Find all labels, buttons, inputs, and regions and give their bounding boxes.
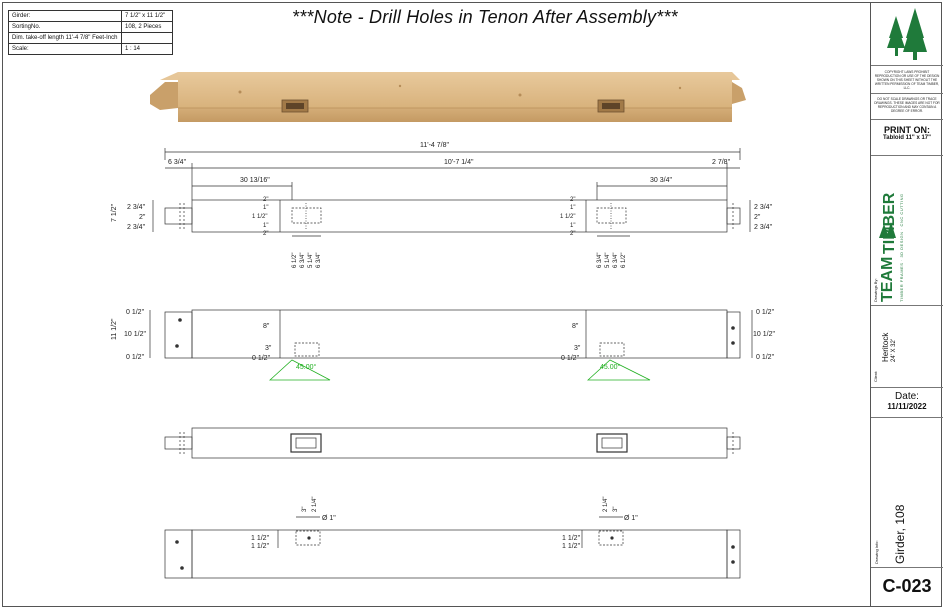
paper-size: Tabloid 11" x 17" bbox=[883, 135, 931, 141]
beam-3d-render bbox=[150, 72, 746, 122]
dim-e2-mortise-right-v2: 3" bbox=[574, 345, 581, 352]
dim-left-pos: 30 13/16" bbox=[240, 177, 270, 184]
dim-e2-mortise-left-v1: 8" bbox=[263, 323, 270, 330]
dim-e4-right-v2: 1 1/2" bbox=[562, 543, 581, 550]
dim-e2-right-v3: 0 1/2" bbox=[756, 354, 775, 361]
pine-trees-icon bbox=[887, 8, 927, 60]
dim-e1-mortise-left-h2: 6 3/4" bbox=[300, 253, 306, 268]
dim-e1-mortise-right-v1: 2" bbox=[570, 197, 575, 203]
info-row: SortingNo. 108, 2 Pieces bbox=[8, 21, 173, 33]
dim-e4-left-v1: 1 1/2" bbox=[251, 535, 270, 542]
dim-e1-mortise-right-v4: 1" bbox=[570, 223, 575, 229]
info-value: 1 : 14 bbox=[121, 43, 173, 55]
elevation-2 bbox=[149, 309, 753, 359]
dim-e2-left-v2: 10 1/2" bbox=[124, 331, 146, 338]
dim-e1-left-v3: 2 3/4" bbox=[127, 224, 146, 231]
angle-markers bbox=[268, 359, 651, 381]
dim-e1-mortise-left-v5: 2" bbox=[263, 231, 268, 237]
dim-e2-left-v3: 0 1/2" bbox=[126, 354, 145, 361]
shop-drawing: 11'-4 7/8" 6 3/4" 10'-7 1/4" 2 7/8" 30 1… bbox=[111, 72, 775, 579]
dim-overall: 11'-4 7/8" bbox=[420, 142, 450, 149]
dim-e2-right-v1: 0 1/2" bbox=[756, 309, 775, 316]
drawing-info-panel: Drawing Info: Girder, 108 bbox=[871, 418, 943, 568]
assembly-note: ***Note - Drill Holes in Tenon After Ass… bbox=[292, 7, 678, 27]
dim-e2-mortise-left-v2: 3" bbox=[265, 345, 272, 352]
dim-e2-left-v1: 0 1/2" bbox=[126, 309, 145, 316]
title-block: COPYRIGHT LAWS PROHIBIT REPRODUCTION OR … bbox=[870, 2, 943, 607]
dim-e1-left-v2: 2" bbox=[139, 214, 146, 221]
client-label: Client: bbox=[873, 370, 878, 382]
elevation-4 bbox=[164, 516, 741, 579]
dim-middle: 10'-7 1/4" bbox=[444, 159, 474, 166]
angle-label-left: 45.00° bbox=[296, 363, 317, 371]
print-on-label: PRINT ON: bbox=[884, 125, 930, 135]
dim-e1-mortise-left-v4: 1" bbox=[263, 223, 268, 229]
dim-e4-left-top1: 3" bbox=[302, 507, 308, 512]
dim-e1-mortise-left-h3: 5 1/4" bbox=[308, 253, 314, 268]
sheet-number-panel: C-023 bbox=[871, 568, 943, 607]
dim-e4-diameter-right: Ø 1" bbox=[624, 515, 638, 522]
drawing-info-value: Girder, 108 bbox=[893, 504, 907, 564]
dim-e4-left-v2: 1 1/2" bbox=[251, 543, 270, 550]
dim-e1-mortise-right-v5: 2" bbox=[570, 231, 575, 237]
client-panel: Client: Heritock 24' X 32' bbox=[871, 306, 943, 388]
elevation-3 bbox=[164, 427, 741, 459]
drawings-by-label: Drawings By: bbox=[873, 278, 878, 302]
dim-e1-right-v2: 2" bbox=[754, 214, 761, 221]
peg-holes-e4 bbox=[175, 536, 735, 570]
info-row: Scale: 1 : 14 bbox=[8, 43, 173, 55]
dim-e1-right-v1: 2 3/4" bbox=[754, 204, 773, 211]
dim-e2-mortise-right-v1: 8" bbox=[572, 323, 579, 330]
copyright-notice: COPYRIGHT LAWS PROHIBIT REPRODUCTION OR … bbox=[871, 66, 943, 94]
dim-e1-left-v1: 2 3/4" bbox=[127, 204, 146, 211]
drawing-info-label: Drawing Info: bbox=[874, 540, 879, 564]
elevation-1 bbox=[152, 148, 751, 237]
pine-tree-logo-icon bbox=[879, 222, 896, 238]
peg-holes-e2 bbox=[175, 318, 735, 348]
dim-e4-left-top2: 2 1/4" bbox=[312, 497, 318, 512]
dim-e4-diameter-left: Ø 1" bbox=[322, 515, 336, 522]
dim-e1-mortise-right-h1: 6 3/4" bbox=[597, 253, 603, 268]
dim-e2-right-v2: 10 1/2" bbox=[753, 331, 775, 338]
dim-e1-mortise-left-h1: 6 1/2" bbox=[292, 253, 298, 268]
dim-e1-mortise-right-h2: 5 1/4" bbox=[605, 253, 611, 268]
dim-e1-mortise-right-h3: 6 3/4" bbox=[613, 253, 619, 268]
angle-label-right: 45.00° bbox=[600, 363, 621, 371]
dim-e1-mortise-left-v3: 1 1/2" bbox=[252, 214, 267, 220]
dim-e2-mortise-left-v3: 0 1/2" bbox=[252, 355, 271, 362]
print-on-panel: PRINT ON: Tabloid 11" x 17" bbox=[871, 120, 943, 156]
dim-right-pos: 30 3/4" bbox=[650, 177, 672, 184]
drawings-by-panel: Drawings By: TEAM TIMBER TIMBER FRAMES ·… bbox=[871, 156, 943, 306]
date-panel: Date: 11/11/2022 bbox=[871, 388, 943, 418]
dim-left-ext: 6 3/4" bbox=[168, 159, 187, 166]
dim-e4-right-top1: 2 1/4" bbox=[603, 497, 609, 512]
dim-e4-right-v1: 1 1/2" bbox=[562, 535, 581, 542]
scale-notice: DO NOT SCALE DRAWINGS OR TRACE DRAWINGS.… bbox=[871, 94, 943, 120]
dim-e1-mortise-right-h4: 6 1/2" bbox=[621, 253, 627, 268]
dim-e1-mortise-right-v3: 1 1/2" bbox=[560, 214, 575, 220]
logo-panel bbox=[871, 2, 943, 66]
client-size: 24' X 32' bbox=[891, 339, 897, 362]
date-label: Date: bbox=[895, 391, 919, 402]
dim-e2-left-height: 11 1/2" bbox=[111, 318, 118, 340]
dim-e2-mortise-right-v3: 0 1/2" bbox=[561, 355, 580, 362]
dim-e4-right-top2: 3" bbox=[613, 507, 619, 512]
sheet-number: C-023 bbox=[882, 576, 932, 596]
brand-tagline: TIMBER FRAMES · 3D DESIGN · CNC CUTTING bbox=[899, 193, 904, 302]
dim-e1-mortise-left-v2: 1" bbox=[263, 205, 268, 211]
dim-e1-left-height: 7 1/2" bbox=[111, 203, 118, 222]
date-value: 11/11/2022 bbox=[887, 402, 927, 411]
brand-team: TEAM bbox=[879, 256, 896, 302]
dim-e1-right-v3: 2 3/4" bbox=[754, 224, 773, 231]
info-table: Girder: 7 1/2" x 11 1/2" SortingNo. 108,… bbox=[8, 10, 173, 55]
dim-e1-mortise-left-h4: 6 3/4" bbox=[316, 253, 322, 268]
dim-e1-mortise-left-v1: 2" bbox=[263, 197, 268, 203]
dim-right-ext: 2 7/8" bbox=[712, 159, 731, 166]
client-name: Heritock bbox=[881, 332, 890, 362]
dim-e1-mortise-right-v2: 1" bbox=[570, 205, 575, 211]
